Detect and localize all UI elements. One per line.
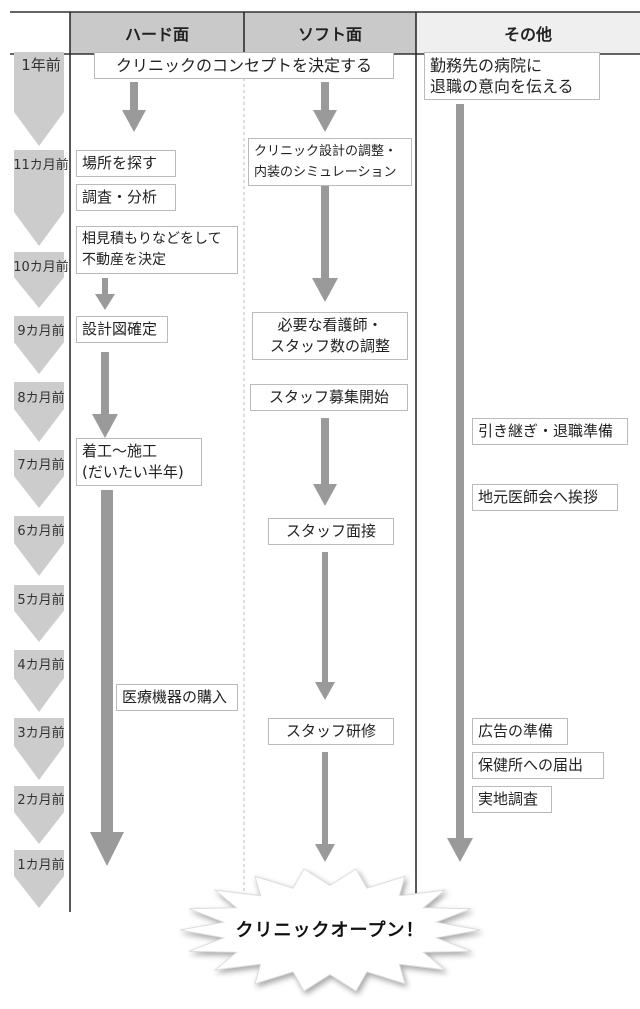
timeline-label: 9カ月前 — [17, 324, 65, 339]
down-arrow-icon — [447, 104, 473, 862]
timeline-label: 1カ月前 — [17, 858, 65, 873]
timeline-label: 2カ月前 — [17, 793, 65, 808]
task-line: (だいたい半年) — [82, 463, 184, 481]
task-line: クリニック設計の調整・ — [254, 144, 398, 159]
task-find-place: 場所を探す — [76, 150, 176, 177]
timeline-chevron — [14, 650, 64, 712]
task-staff-count: 必要な看護師・スタッフ数の調整 — [252, 312, 408, 360]
timeline-chevron — [14, 316, 64, 374]
starburst-shape — [179, 868, 481, 992]
task-handover: 引き継ぎ・退職準備 — [472, 418, 628, 445]
down-arrow-icon — [122, 82, 146, 132]
task-ads: 広告の準備 — [472, 718, 568, 745]
task-equipment: 医療機器の購入 — [116, 684, 238, 711]
timeline-chevron — [14, 52, 64, 146]
clinic-open-banner: クリニックオープン！ — [235, 920, 425, 941]
timeline-chevron — [14, 850, 64, 908]
header-bg-soft — [244, 12, 416, 54]
task-line: 勤務先の病院に — [430, 56, 543, 75]
header-bg-other — [416, 12, 640, 54]
timeline-label: 11カ月前 — [13, 158, 69, 173]
down-arrow-icon — [92, 352, 118, 438]
timeline-label: 10カ月前 — [13, 260, 69, 275]
flow-arrows — [90, 82, 473, 866]
task-line: 相見積もりなどをして — [82, 231, 222, 247]
task-resign: 勤務先の病院に退職の意向を伝える — [424, 52, 600, 100]
down-arrow-icon — [90, 490, 124, 866]
timeline-label: 8カ月前 — [17, 391, 65, 406]
timeline-chevron — [14, 150, 64, 246]
task-recruit: スタッフ募集開始 — [250, 384, 408, 411]
task-research: 調査・分析 — [76, 184, 176, 211]
task-concept: クリニックのコンセプトを決定する — [94, 52, 394, 79]
down-arrow-icon — [315, 752, 335, 862]
timeline-chevron — [14, 450, 64, 508]
task-greeting: 地元医師会へ挨拶 — [472, 484, 618, 511]
task-blueprint: 設計図確定 — [76, 316, 168, 343]
timeline-chevron — [14, 585, 64, 642]
task-interview: スタッフ面接 — [268, 518, 394, 545]
timeline-chevron — [14, 252, 64, 308]
task-inspection: 実地調査 — [472, 786, 552, 813]
header-other: その他 — [503, 25, 552, 44]
timeline-chevrons — [14, 52, 64, 908]
down-arrow-icon — [312, 186, 338, 302]
timeline-label: 3カ月前 — [17, 726, 65, 741]
timeline-label: 1年前 — [21, 56, 61, 74]
timeline-label: 4カ月前 — [17, 658, 65, 673]
timeline-chevron — [14, 718, 64, 780]
down-arrow-icon — [315, 552, 335, 700]
task-construction: 着工～施工 (だいたい半年) — [76, 438, 202, 486]
task-line: スタッフ数の調整 — [269, 337, 390, 355]
timeline-chevron — [14, 786, 64, 844]
timeline-chevron — [14, 516, 64, 576]
task-training: スタッフ研修 — [268, 718, 394, 745]
task-line: 着工～施工 — [82, 442, 158, 460]
task-design-adjust: クリニック設計の調整・内装のシミュレーション — [248, 138, 412, 186]
timeline-label: 7カ月前 — [17, 458, 65, 473]
header-soft: ソフト面 — [297, 25, 362, 44]
task-line: 退職の意向を伝える — [430, 77, 574, 96]
timeline-label: 6カ月前 — [17, 524, 65, 539]
timeline-chevron — [14, 382, 64, 442]
header-bg-hard — [70, 12, 244, 54]
task-health-office: 保健所への届出 — [472, 752, 604, 779]
task-line: 必要な看護師・ — [277, 316, 383, 334]
timeline-label: 5カ月前 — [17, 593, 65, 608]
down-arrow-icon — [313, 82, 337, 132]
task-estimate: 相見積もりなどをして不動産を決定 — [76, 226, 238, 274]
task-line: 内装のシミュレーション — [254, 165, 397, 180]
header-hard: ハード面 — [124, 25, 189, 44]
task-line: 不動産を決定 — [82, 252, 166, 268]
down-arrow-icon — [95, 278, 115, 310]
down-arrow-icon — [313, 418, 337, 506]
